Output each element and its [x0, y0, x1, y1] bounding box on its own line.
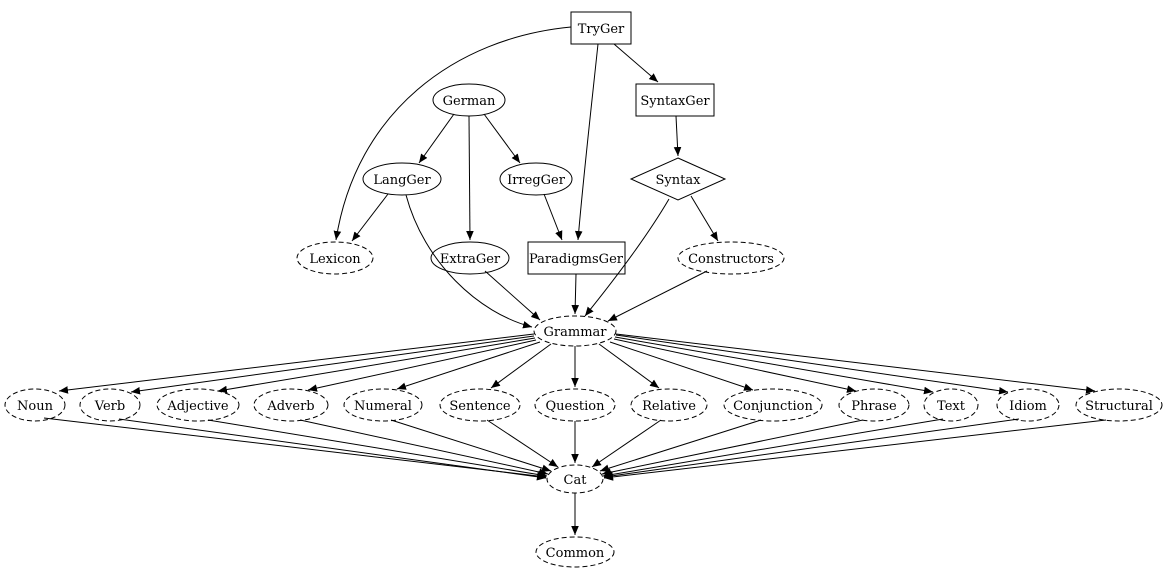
- edge-grammar-sentence: [490, 343, 552, 389]
- edge-syntaxger-syntax: [673, 115, 682, 157]
- edges: [43, 26, 1107, 535]
- edge-tryger-syntaxger: [613, 43, 659, 83]
- node-noun-label: Noun: [17, 399, 54, 414]
- edge-grammar-relative: [598, 343, 660, 389]
- node-relative-label: Relative: [642, 399, 696, 414]
- node-cat-label: Cat: [564, 473, 588, 488]
- node-syntax: Syntax: [629, 157, 727, 201]
- edge-conjunction-cat: [599, 419, 762, 472]
- edge-adverb-cat: [299, 419, 549, 476]
- node-idiom-label: Idiom: [1009, 399, 1047, 414]
- node-lexicon: Lexicon: [296, 241, 374, 275]
- node-paradigmsger-label: ParadigmsGer: [529, 252, 624, 267]
- edge-tryger-paradigmsger: [574, 43, 599, 241]
- node-numeral-label: Numeral: [354, 399, 412, 414]
- edge-constructors-grammar: [607, 270, 708, 322]
- node-adverb: Adverb: [253, 388, 329, 422]
- node-irregger-label: IrregGer: [507, 173, 566, 188]
- edge-tryger-lexicon: [333, 26, 572, 241]
- node-conjunction: Conjunction: [723, 388, 823, 422]
- node-langger: LangGer: [362, 162, 442, 196]
- node-structural-label: Structural: [1085, 399, 1153, 414]
- node-german-label: German: [443, 94, 496, 109]
- node-structural: Structural: [1075, 388, 1163, 422]
- node-cat: Cat: [546, 464, 604, 494]
- edge-relative-cat: [591, 419, 662, 468]
- edge-adjective-cat: [207, 419, 548, 479]
- node-idiom: Idiom: [996, 388, 1060, 422]
- node-grammar-label: Grammar: [544, 325, 608, 340]
- node-relative: Relative: [630, 388, 708, 422]
- edge-grammar-conjunction: [609, 341, 754, 391]
- node-irregger: IrregGer: [499, 162, 573, 196]
- node-adverb-label: Adverb: [266, 399, 314, 414]
- edge-grammar-text: [614, 336, 934, 395]
- node-question-label: Question: [546, 399, 606, 414]
- node-common-label: Common: [546, 546, 605, 561]
- edge-syntax-grammar: [584, 198, 670, 317]
- node-conjunction-label: Conjunction: [733, 399, 813, 414]
- node-common: Common: [535, 536, 615, 568]
- edge-grammar-phrase: [613, 338, 857, 393]
- edge-german-langger: [418, 113, 455, 164]
- edge-extrager-grammar: [484, 270, 541, 321]
- edge-structural-cat: [603, 419, 1107, 481]
- node-syntaxger: SyntaxGer: [635, 83, 715, 117]
- edge-text-cat: [602, 418, 944, 479]
- node-lexicon-label: Lexicon: [309, 252, 361, 267]
- edge-grammar-idiom: [615, 334, 1009, 395]
- node-phrase: Phrase: [838, 388, 910, 422]
- node-tryger: TryGer: [570, 11, 632, 45]
- edge-grammar-numeral: [396, 341, 541, 390]
- node-paradigmsger: ParadigmsGer: [527, 241, 626, 275]
- node-extrager: ExtraGer: [430, 241, 510, 275]
- edge-verb-cat: [118, 418, 547, 481]
- node-adjective-label: Adjective: [166, 399, 228, 414]
- edge-idiom-cat: [603, 418, 1020, 480]
- node-numeral: Numeral: [343, 388, 423, 422]
- node-german: German: [432, 83, 506, 117]
- edge-sentence-cat: [486, 419, 559, 468]
- node-langger-label: LangGer: [373, 173, 431, 188]
- node-text: Text: [923, 388, 979, 422]
- node-tryger-label: TryGer: [578, 22, 625, 37]
- node-adjective: Adjective: [156, 388, 240, 422]
- node-syntax-label: Syntax: [656, 173, 702, 188]
- edge-grammar-noun: [58, 333, 535, 394]
- edge-langger-lexicon: [351, 193, 389, 242]
- edge-grammar-adverb: [307, 339, 537, 392]
- node-question: Question: [534, 388, 616, 422]
- edge-syntax-constructors: [690, 195, 719, 242]
- node-verb: Verb: [79, 388, 141, 422]
- node-sentence: Sentence: [439, 388, 521, 422]
- edge-noun-cat: [43, 417, 547, 480]
- node-sentence-label: Sentence: [449, 399, 511, 414]
- node-grammar: Grammar: [533, 315, 617, 347]
- edge-german-irregger: [483, 113, 521, 164]
- edge-phrase-cat: [601, 419, 864, 476]
- node-text-label: Text: [937, 399, 966, 414]
- node-syntaxger-label: SyntaxGer: [640, 94, 710, 109]
- edge-grammar-adjective: [217, 337, 536, 394]
- node-verb-label: Verb: [94, 399, 125, 414]
- node-constructors-label: Constructors: [688, 252, 774, 267]
- edge-numeral-cat: [390, 419, 552, 472]
- node-noun: Noun: [4, 388, 66, 422]
- edge-grammar-verb: [130, 335, 535, 395]
- edge-german-extrager: [466, 115, 474, 241]
- edge-langger-grammar: [405, 194, 533, 329]
- node-phrase-label: Phrase: [851, 399, 897, 414]
- edge-grammar-structural: [615, 333, 1096, 394]
- edge-irregger-paradigmsger: [543, 193, 563, 241]
- node-extrager-label: ExtraGer: [440, 252, 501, 267]
- node-constructors: Constructors: [677, 241, 785, 275]
- edge-paradigmsger-grammar: [571, 273, 580, 315]
